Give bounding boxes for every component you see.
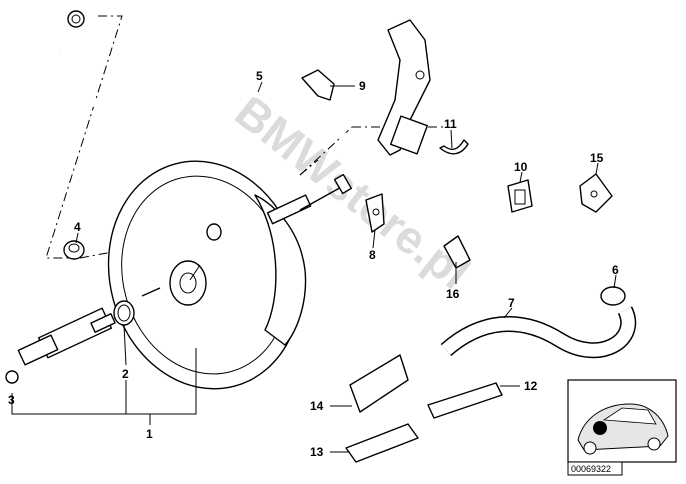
clip-9 xyxy=(301,69,335,101)
grommet xyxy=(63,240,85,260)
bracket-8 xyxy=(365,193,385,233)
cover-14 xyxy=(349,354,409,413)
cover-13 xyxy=(345,423,419,463)
callout-13: 13 xyxy=(310,445,324,459)
grommet-10 xyxy=(507,179,533,213)
vacuum-line xyxy=(24,10,602,295)
callout-5: 5 xyxy=(256,69,263,83)
clip-16 xyxy=(443,235,471,269)
vehicle-inset xyxy=(567,379,677,463)
plate-15 xyxy=(579,173,613,213)
image-code-box: 00069322 xyxy=(567,461,623,476)
callout-7: 7 xyxy=(508,296,515,310)
callout-1: 1 xyxy=(146,427,153,441)
callout-12: 12 xyxy=(524,379,538,393)
callout-3: 3 xyxy=(8,393,15,407)
callout-leaders xyxy=(11,81,617,453)
cover-12 xyxy=(427,382,503,419)
callout-6: 6 xyxy=(612,263,619,277)
callouts: 1 2 3 4 5 6 7 8 9 10 11 12 13 14 15 16 xyxy=(8,69,619,459)
callout-14: 14 xyxy=(310,399,324,413)
callout-11: 11 xyxy=(444,117,457,131)
callout-16: 16 xyxy=(446,287,460,301)
pushrod-assembly xyxy=(5,287,161,384)
callout-4: 4 xyxy=(74,220,81,234)
callout-2: 2 xyxy=(122,367,129,381)
brake-booster xyxy=(107,160,353,390)
hose-clamp xyxy=(600,286,626,306)
callout-10: 10 xyxy=(514,160,528,174)
pedal-bracket xyxy=(377,19,431,156)
callout-8: 8 xyxy=(369,248,376,262)
callout-15: 15 xyxy=(590,151,604,165)
hose xyxy=(440,306,637,359)
callout-9: 9 xyxy=(359,79,366,93)
clip-11 xyxy=(439,139,469,155)
image-code: 00069322 xyxy=(571,464,611,474)
